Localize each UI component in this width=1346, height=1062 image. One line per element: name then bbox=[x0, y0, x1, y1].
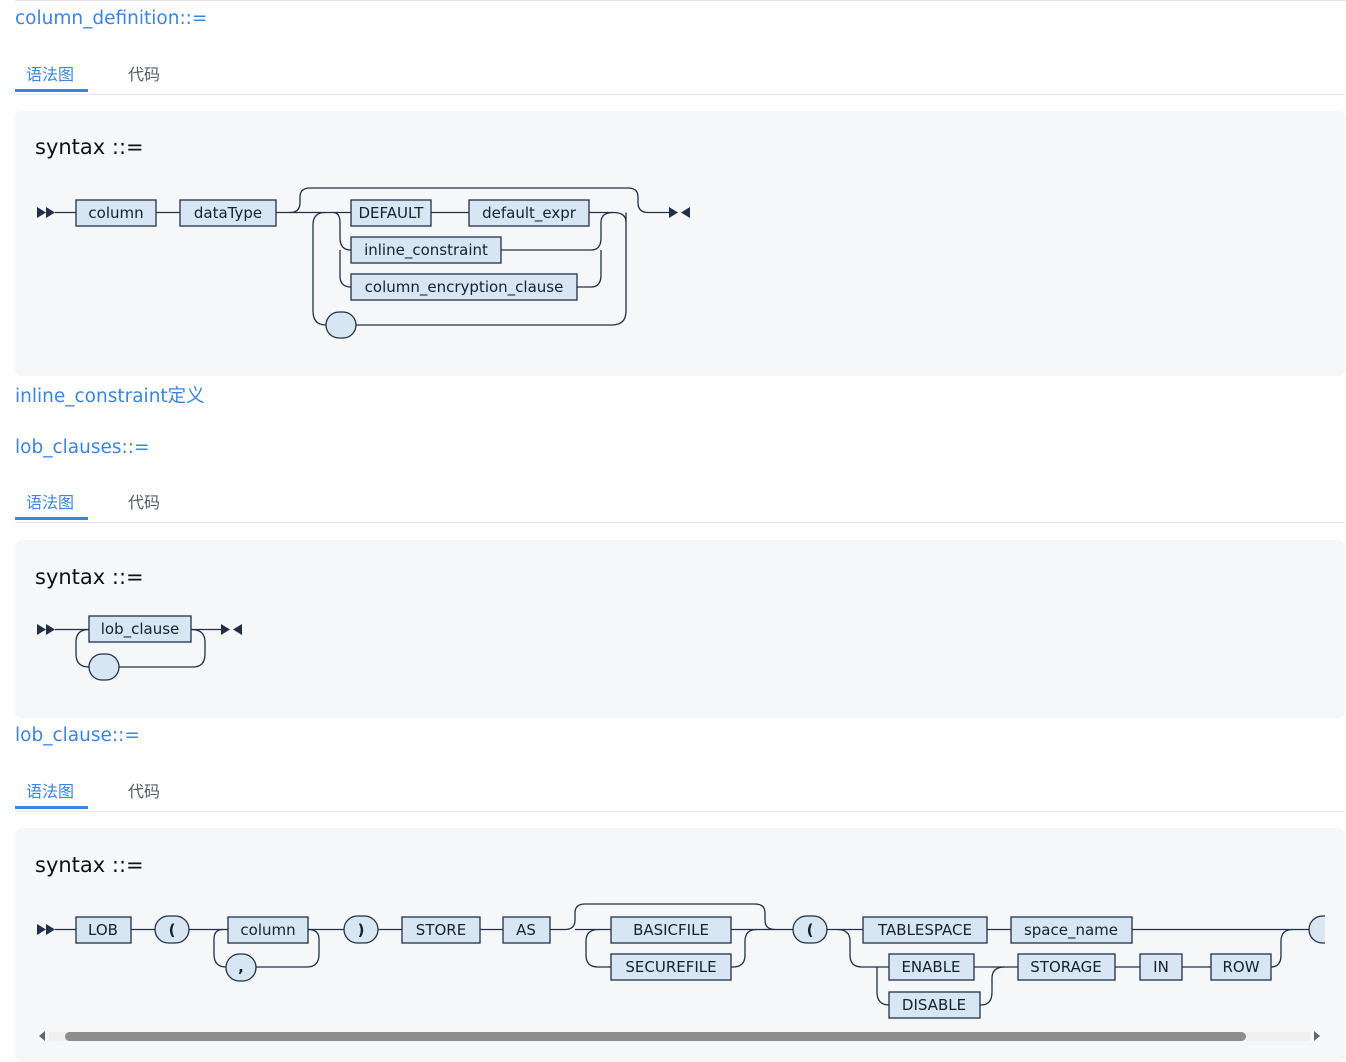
diagram-panel: syntax ::= lob_clause bbox=[15, 540, 1345, 718]
railroad-diagram: column dataType DEFAULT default_expr inl… bbox=[37, 187, 690, 339]
tab-code[interactable]: 代码 bbox=[128, 782, 161, 801]
node-column bbox=[75, 199, 157, 227]
node-disable bbox=[888, 991, 981, 1019]
node-label: column_encryption_clause bbox=[365, 278, 564, 297]
node-storage bbox=[1017, 953, 1116, 981]
tab-bar: 语法图 代码 bbox=[15, 492, 1345, 523]
loop-separator-node bbox=[88, 653, 120, 681]
node-label: ) bbox=[358, 921, 365, 939]
node-lob-clause bbox=[88, 615, 192, 643]
start-arrow-icon bbox=[37, 207, 55, 218]
node-label: TABLESPACE bbox=[877, 921, 972, 939]
inline-constraint-link[interactable]: inline_constraint定义 bbox=[15, 386, 205, 407]
node-comma bbox=[225, 953, 257, 982]
node-label: STORAGE bbox=[1030, 958, 1101, 976]
node-label: LOB bbox=[88, 921, 118, 939]
rule-operator: ::= bbox=[121, 437, 150, 458]
tab-code[interactable]: 代码 bbox=[128, 493, 161, 512]
syntax-label: syntax ::= bbox=[35, 135, 144, 159]
node-lob bbox=[75, 916, 132, 944]
triangle-left-icon[interactable] bbox=[35, 1028, 49, 1044]
node-close-paren-2 bbox=[1308, 915, 1325, 944]
node-datatype bbox=[179, 199, 277, 227]
node-inline-constraint bbox=[350, 236, 502, 264]
node-default bbox=[350, 199, 432, 227]
rule-operator: ::= bbox=[111, 725, 140, 746]
rule-operator: ::= bbox=[179, 8, 208, 29]
diagram-panel: syntax ::= column dataType DEFAULT defau… bbox=[15, 111, 1345, 376]
tab-code[interactable]: 代码 bbox=[128, 65, 161, 84]
node-label: ROW bbox=[1222, 958, 1259, 976]
node-label: DEFAULT bbox=[359, 204, 425, 222]
node-label: space_name bbox=[1024, 921, 1118, 940]
node-securefile bbox=[610, 953, 732, 981]
node-open-paren-2 bbox=[792, 915, 828, 944]
start-arrow-icon bbox=[37, 624, 55, 635]
triangle-right-icon[interactable] bbox=[1310, 1028, 1324, 1044]
node-column-encryption-clause bbox=[350, 273, 578, 301]
start-arrow-icon bbox=[37, 924, 55, 935]
node-space-name bbox=[1010, 916, 1133, 944]
node-label: column bbox=[88, 204, 143, 222]
node-label: BASICFILE bbox=[633, 921, 709, 939]
rule-title-lob-clauses[interactable]: lob_clauses::= bbox=[15, 437, 149, 458]
rule-name[interactable]: lob_clause bbox=[15, 725, 112, 746]
node-close-paren bbox=[343, 915, 379, 944]
node-label: inline_constraint bbox=[364, 241, 488, 260]
node-basicfile bbox=[610, 916, 732, 944]
node-label: default_expr bbox=[482, 204, 577, 223]
syntax-label: syntax ::= bbox=[35, 565, 144, 589]
top-divider bbox=[15, 0, 1346, 1]
syntax-label: syntax ::= bbox=[35, 853, 144, 877]
node-label: STORE bbox=[416, 921, 466, 939]
node-store bbox=[401, 916, 481, 944]
node-label: AS bbox=[516, 921, 536, 939]
railroad-diagram: LOB ( column , ) STORE AS BASICFILE SECU… bbox=[37, 903, 1325, 1019]
node-label: SECUREFILE bbox=[625, 958, 716, 976]
node-label: dataType bbox=[194, 204, 262, 222]
node-label: ( bbox=[169, 921, 176, 939]
node-label: ENABLE bbox=[901, 958, 960, 976]
scrollbar-thumb[interactable] bbox=[65, 1032, 1246, 1041]
tab-diagram[interactable]: 语法图 bbox=[15, 492, 88, 520]
node-label: ( bbox=[807, 921, 814, 939]
tab-bar: 语法图 代码 bbox=[15, 781, 1345, 812]
node-label: IN bbox=[1153, 958, 1169, 976]
node-label: DISABLE bbox=[902, 996, 966, 1014]
railroad-diagram: lob_clause bbox=[37, 615, 242, 681]
node-label: lob_clause bbox=[101, 620, 180, 639]
tab-diagram[interactable]: 语法图 bbox=[15, 781, 88, 809]
diagram-panel: syntax ::= LOB ( column , ) STORE AS BAS… bbox=[15, 828, 1345, 1062]
node-as bbox=[502, 916, 551, 944]
diagram-viewport[interactable]: LOB ( column , ) STORE AS BASICFILE SECU… bbox=[15, 828, 1325, 1028]
tab-bar: 语法图 代码 bbox=[15, 64, 1345, 95]
node-column bbox=[227, 916, 309, 944]
rule-name[interactable]: lob_clauses bbox=[15, 437, 122, 458]
tab-diagram[interactable]: 语法图 bbox=[15, 64, 88, 92]
node-tablespace bbox=[862, 916, 988, 944]
node-row bbox=[1210, 953, 1272, 981]
rule-title-lob-clause[interactable]: lob_clause::= bbox=[15, 725, 140, 746]
node-label: , bbox=[238, 958, 244, 976]
horizontal-scrollbar[interactable] bbox=[35, 1028, 1324, 1044]
end-arrow-icon bbox=[221, 624, 242, 635]
loop-separator-node bbox=[325, 311, 357, 339]
node-enable bbox=[888, 953, 975, 981]
node-default-expr bbox=[468, 199, 590, 227]
rule-name[interactable]: column_definition bbox=[15, 8, 180, 29]
node-open-paren bbox=[154, 915, 190, 944]
node-in bbox=[1139, 953, 1183, 981]
node-label: column bbox=[240, 921, 295, 939]
end-arrow-icon bbox=[669, 207, 690, 218]
rule-title-column-definition[interactable]: column_definition::= bbox=[15, 8, 207, 29]
